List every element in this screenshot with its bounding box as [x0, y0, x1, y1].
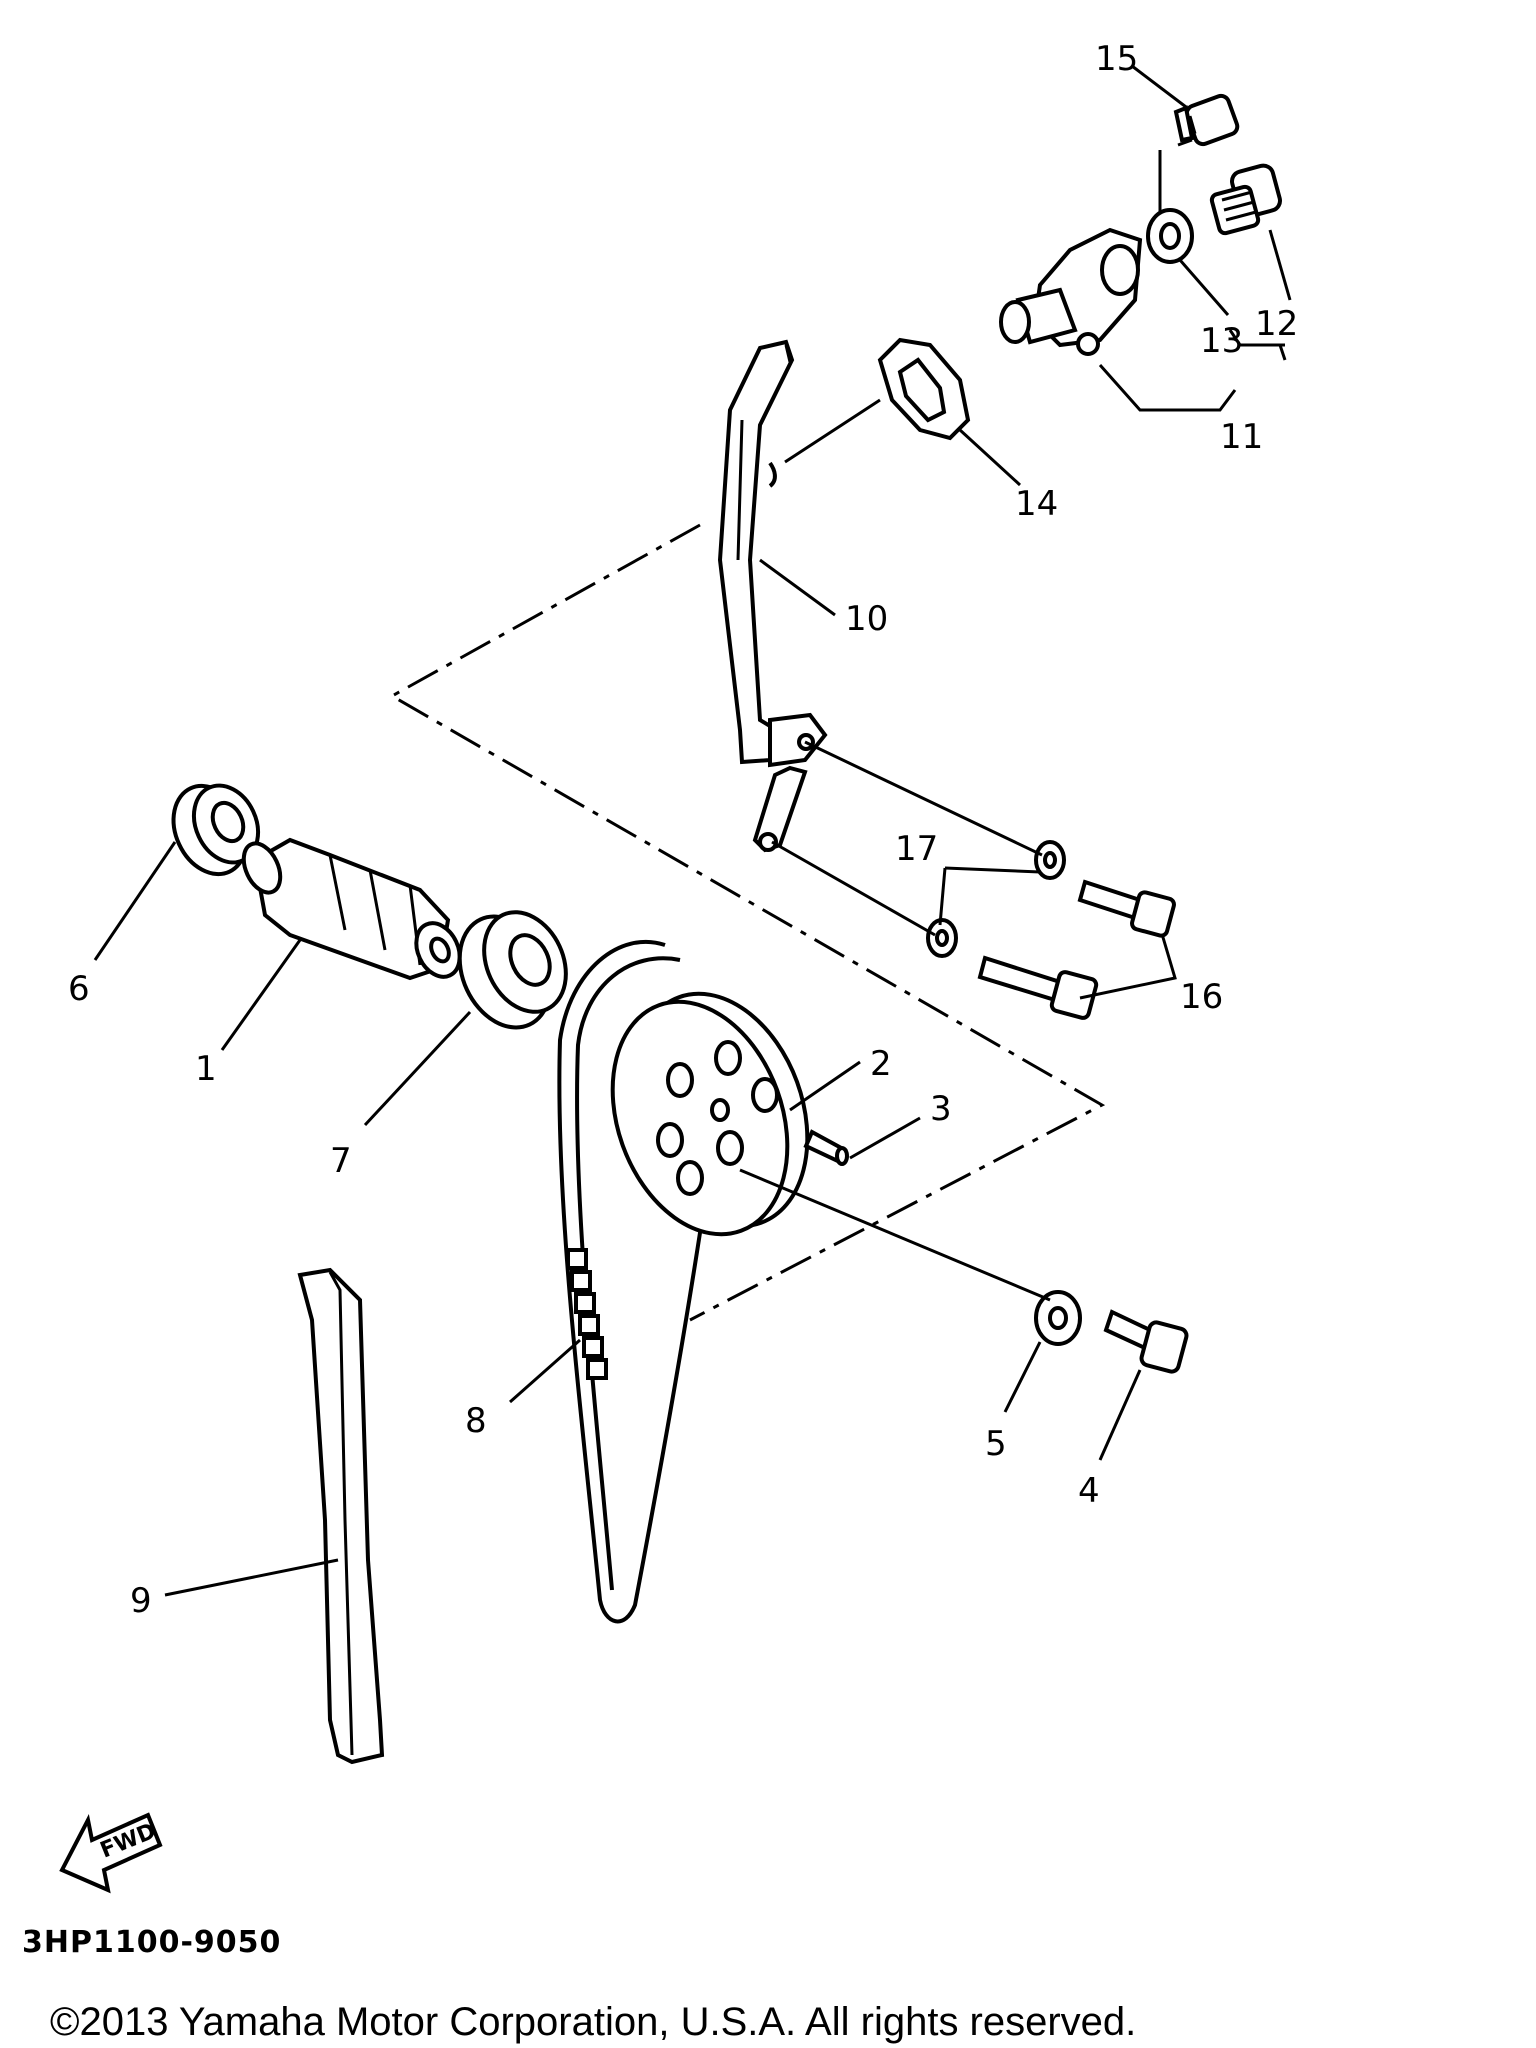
part-6-bearing[interactable] — [160, 774, 270, 886]
callout-17: 17 — [895, 829, 938, 869]
callout-7: 7 — [330, 1141, 352, 1181]
part-17-washers[interactable] — [926, 840, 1066, 958]
part-12-plug[interactable] — [1209, 163, 1283, 236]
callout-15: 15 — [1095, 39, 1138, 79]
callout-13: 13 — [1200, 321, 1243, 361]
callout-6: 6 — [68, 969, 90, 1009]
callout-5: 5 — [985, 1424, 1007, 1464]
part-10-chain-guide[interactable] — [717, 339, 828, 853]
copyright-notice: ©2013 Yamaha Motor Corporation, U.S.A. A… — [50, 2000, 1136, 2044]
part-3-dowel-pin[interactable] — [803, 1129, 849, 1166]
callout-16: 16 — [1180, 977, 1223, 1017]
callout-4: 4 — [1078, 1471, 1100, 1511]
callout-10: 10 — [845, 599, 888, 639]
part-5-washer[interactable] — [1034, 1290, 1082, 1346]
callout-12: 12 — [1255, 304, 1298, 344]
diagram-code: 3HP1100-9050 — [22, 1925, 281, 1960]
callout-8: 8 — [465, 1401, 487, 1441]
part-4-bolt[interactable] — [1103, 1309, 1189, 1374]
part-11-tensioner[interactable] — [999, 227, 1143, 356]
callout-14: 14 — [1015, 484, 1058, 524]
part-8-cam-chain[interactable] — [557, 939, 722, 1624]
assembly-frame — [388, 523, 1106, 1322]
callout-11: 11 — [1220, 417, 1263, 457]
part-9-chain-guide[interactable] — [297, 1267, 385, 1765]
callout-9: 9 — [130, 1581, 152, 1621]
part-14-gasket[interactable] — [877, 337, 971, 441]
part-15-bolt[interactable] — [1173, 93, 1240, 147]
callout-labels: 15 12 13 11 14 10 17 16 6 1 7 2 3 5 4 8 … — [68, 39, 1298, 1621]
part-7-bearing[interactable] — [442, 899, 581, 1043]
callout-2: 2 — [870, 1044, 892, 1084]
part-13-washer[interactable] — [1146, 208, 1194, 264]
callout-3: 3 — [930, 1089, 952, 1129]
leader-lines — [93, 64, 1292, 1597]
part-16-bolts[interactable] — [977, 879, 1176, 1020]
part-2-sprocket[interactable] — [582, 969, 838, 1259]
callout-1: 1 — [195, 1049, 217, 1089]
fwd-arrow-icon: FWD — [59, 1812, 163, 1894]
part-1-camshaft[interactable] — [237, 837, 468, 984]
